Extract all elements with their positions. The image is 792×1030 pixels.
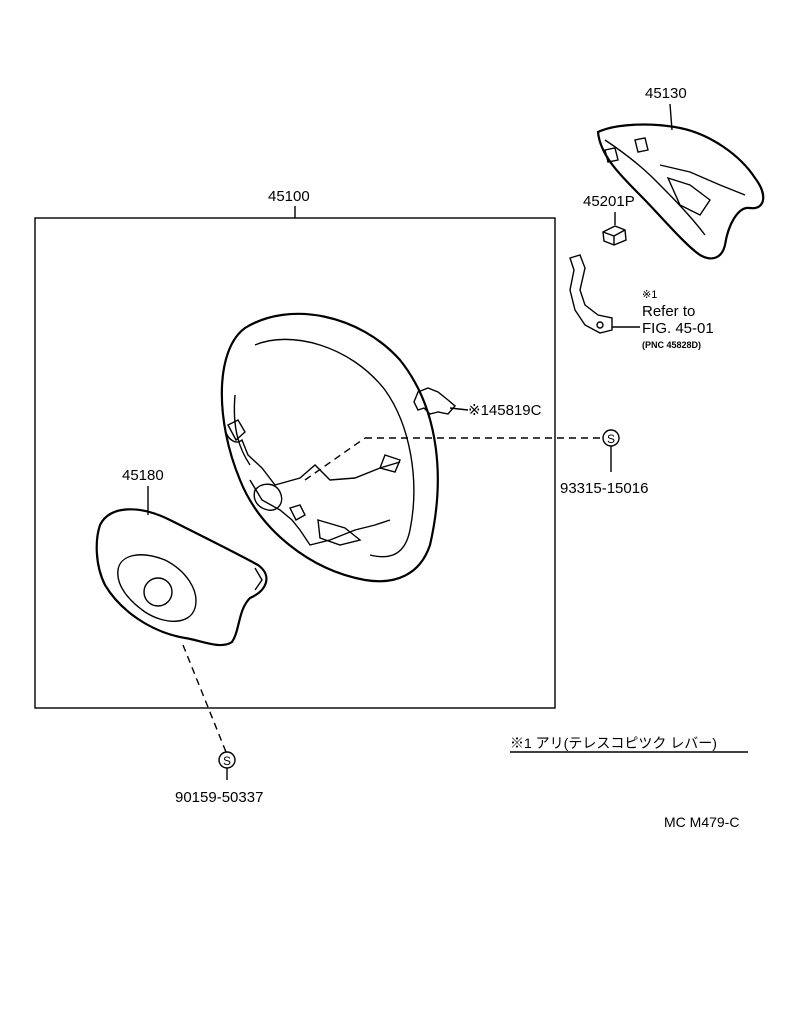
svg-text:S: S [607,432,615,446]
diagram-code: MC M479-C [664,814,739,830]
screw-symbol-bottom: S [218,751,236,769]
cover-illustration [596,123,765,260]
lever-illustration [569,254,613,334]
horn-pad-illustration [95,508,268,647]
svg-text:FIG. 45-01: FIG. 45-01 [642,320,714,337]
label-screw-bottom: 90159-50337 [175,789,263,806]
bracket-illustration [413,387,456,415]
svg-text:Refer to: Refer to [642,303,695,320]
reference-note: ※1 Refer to FIG. 45-01 (PNC 45828D) [642,289,714,350]
label-bracket-ref: ※145819C [468,402,542,419]
label-screw-right: 93315-15016 [560,480,648,497]
footnote: ※1 アリ(テレスコピツク レバー) [510,735,717,751]
ornament-illustration [602,225,627,246]
label-steering-wheel: 45100 [268,188,310,205]
label-horn-pad: 45180 [122,467,164,484]
label-cover: 45130 [645,85,687,102]
label-ornament: 45201P [583,193,635,210]
screw-symbol-right: S [602,429,620,447]
assembly-frame [34,217,556,709]
svg-text:(PNC 45828D): (PNC 45828D) [642,340,701,350]
svg-text:S: S [223,754,231,768]
steering-wheel-illustration [220,312,439,583]
svg-text:※1: ※1 [642,289,657,301]
